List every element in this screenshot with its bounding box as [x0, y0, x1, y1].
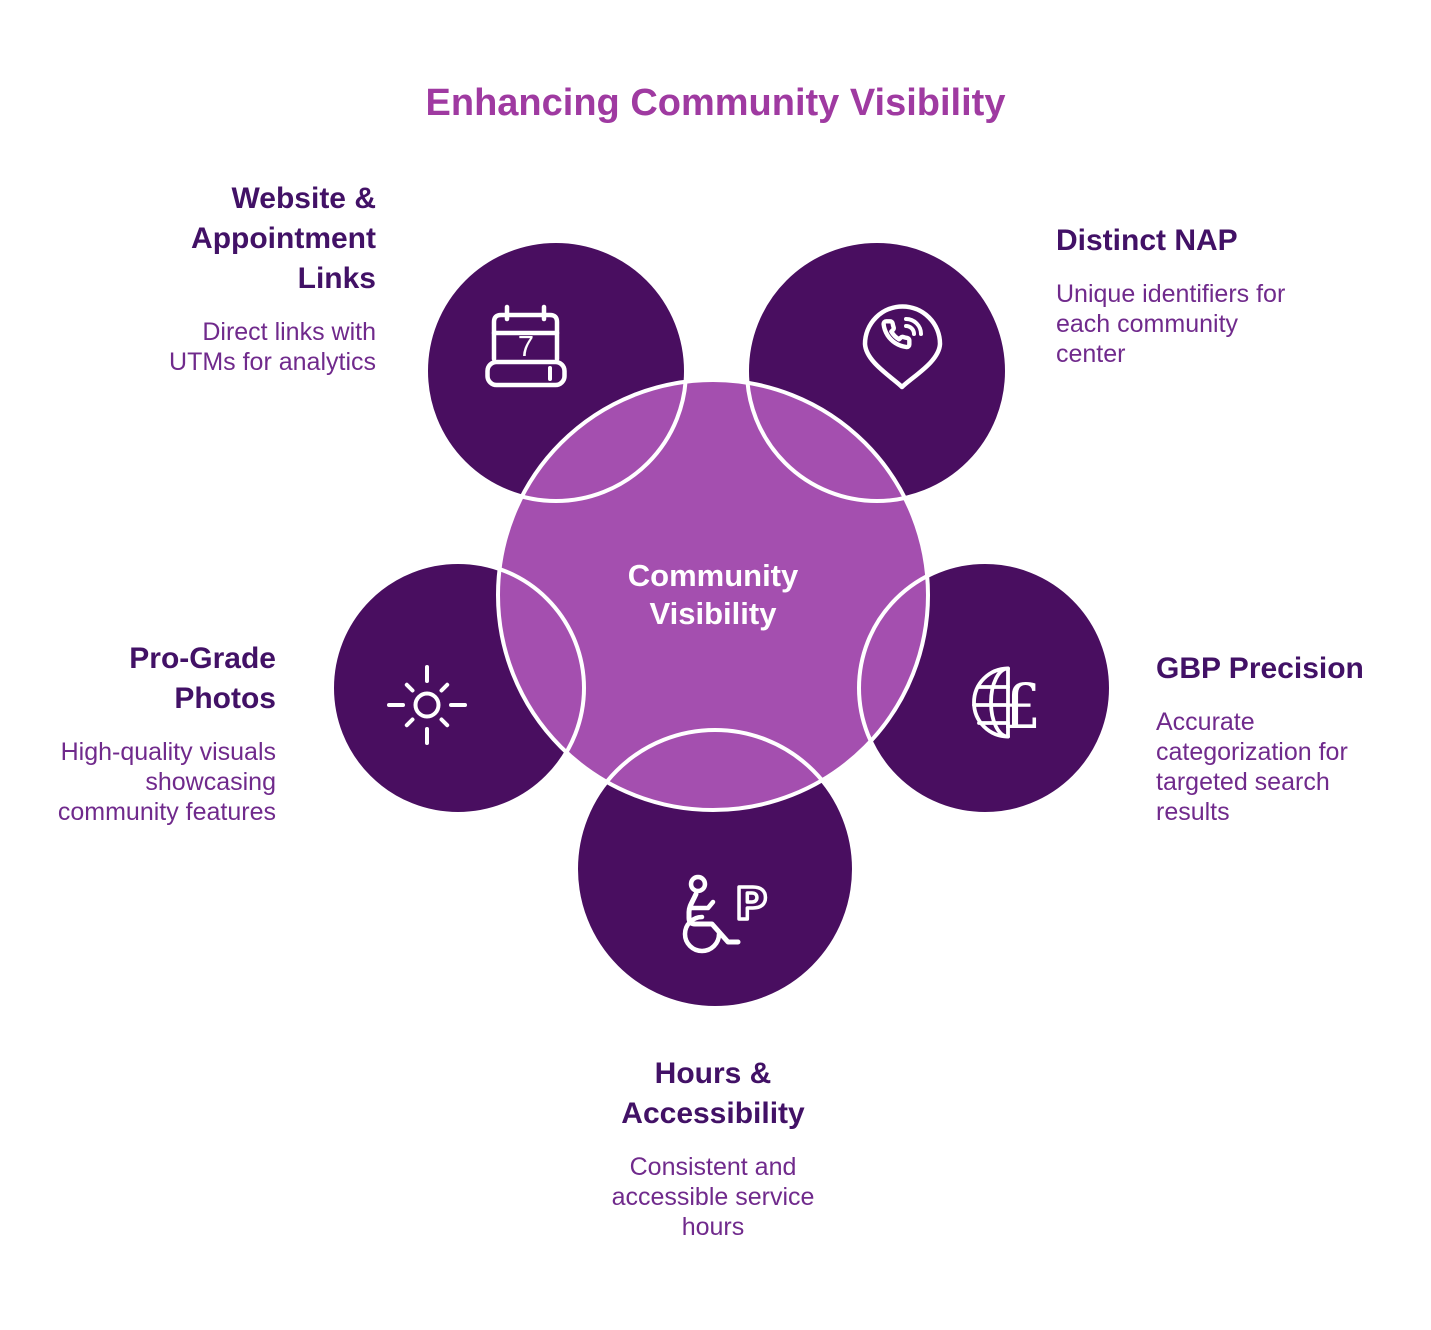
node-description: Direct links with UTMs for analytics	[169, 318, 376, 376]
wheelchair-parking-icon: P	[682, 874, 769, 954]
wheel-arc	[682, 914, 722, 954]
node-title: Pro-Grade Photos	[129, 642, 276, 715]
phone-location-pin-icon	[862, 304, 943, 390]
signal-wave-large	[904, 317, 923, 336]
calendar-day-number: 7	[518, 331, 534, 363]
label-website-appointment-links: Website & Appointment Links Direct links…	[76, 179, 376, 377]
outline-center	[496, 378, 930, 812]
node-description: Unique identifiers for each community ce…	[1056, 280, 1286, 368]
outline-website-links	[424, 239, 688, 503]
page-title: Enhancing Community Visibility	[425, 82, 1006, 124]
globe-pound-icon: £	[972, 666, 1041, 743]
calendar-icon: 7	[485, 304, 567, 388]
outline-distinct-nap	[745, 239, 1009, 503]
label-pro-grade-photos: Pro-Grade Photos High-quality visuals sh…	[36, 639, 276, 827]
node-title: Distinct NAP	[1056, 224, 1238, 257]
label-gbp-precision: GBP Precision Accurate categorization fo…	[1156, 649, 1426, 827]
parking-letter: P	[735, 879, 767, 930]
node-description: Accurate categorization for targeted sea…	[1156, 708, 1348, 826]
signal-wave-small	[904, 324, 916, 336]
outline-hours-accessibility	[574, 728, 856, 1010]
outline-pro-grade-photos	[330, 560, 586, 816]
sun-brightness-icon	[387, 665, 467, 745]
node-description: Consistent and accessible service hours	[611, 1153, 815, 1241]
node-title: Hours & Accessibility	[621, 1057, 805, 1130]
node-title: GBP Precision	[1156, 652, 1364, 685]
outline-gbp-precision	[857, 560, 1113, 816]
phone-handset	[881, 319, 912, 350]
label-hours-accessibility: Hours & Accessibility Consistent and acc…	[563, 1054, 863, 1242]
pound-symbol: £	[1002, 670, 1041, 743]
node-description: High-quality visuals showcasing communit…	[57, 738, 276, 826]
circle-outlines	[330, 239, 1113, 1010]
node-title: Website & Appointment Links	[191, 182, 376, 295]
label-distinct-nap: Distinct NAP Unique identifiers for each…	[1056, 221, 1386, 369]
center-label: Community Visibility	[627, 558, 799, 631]
